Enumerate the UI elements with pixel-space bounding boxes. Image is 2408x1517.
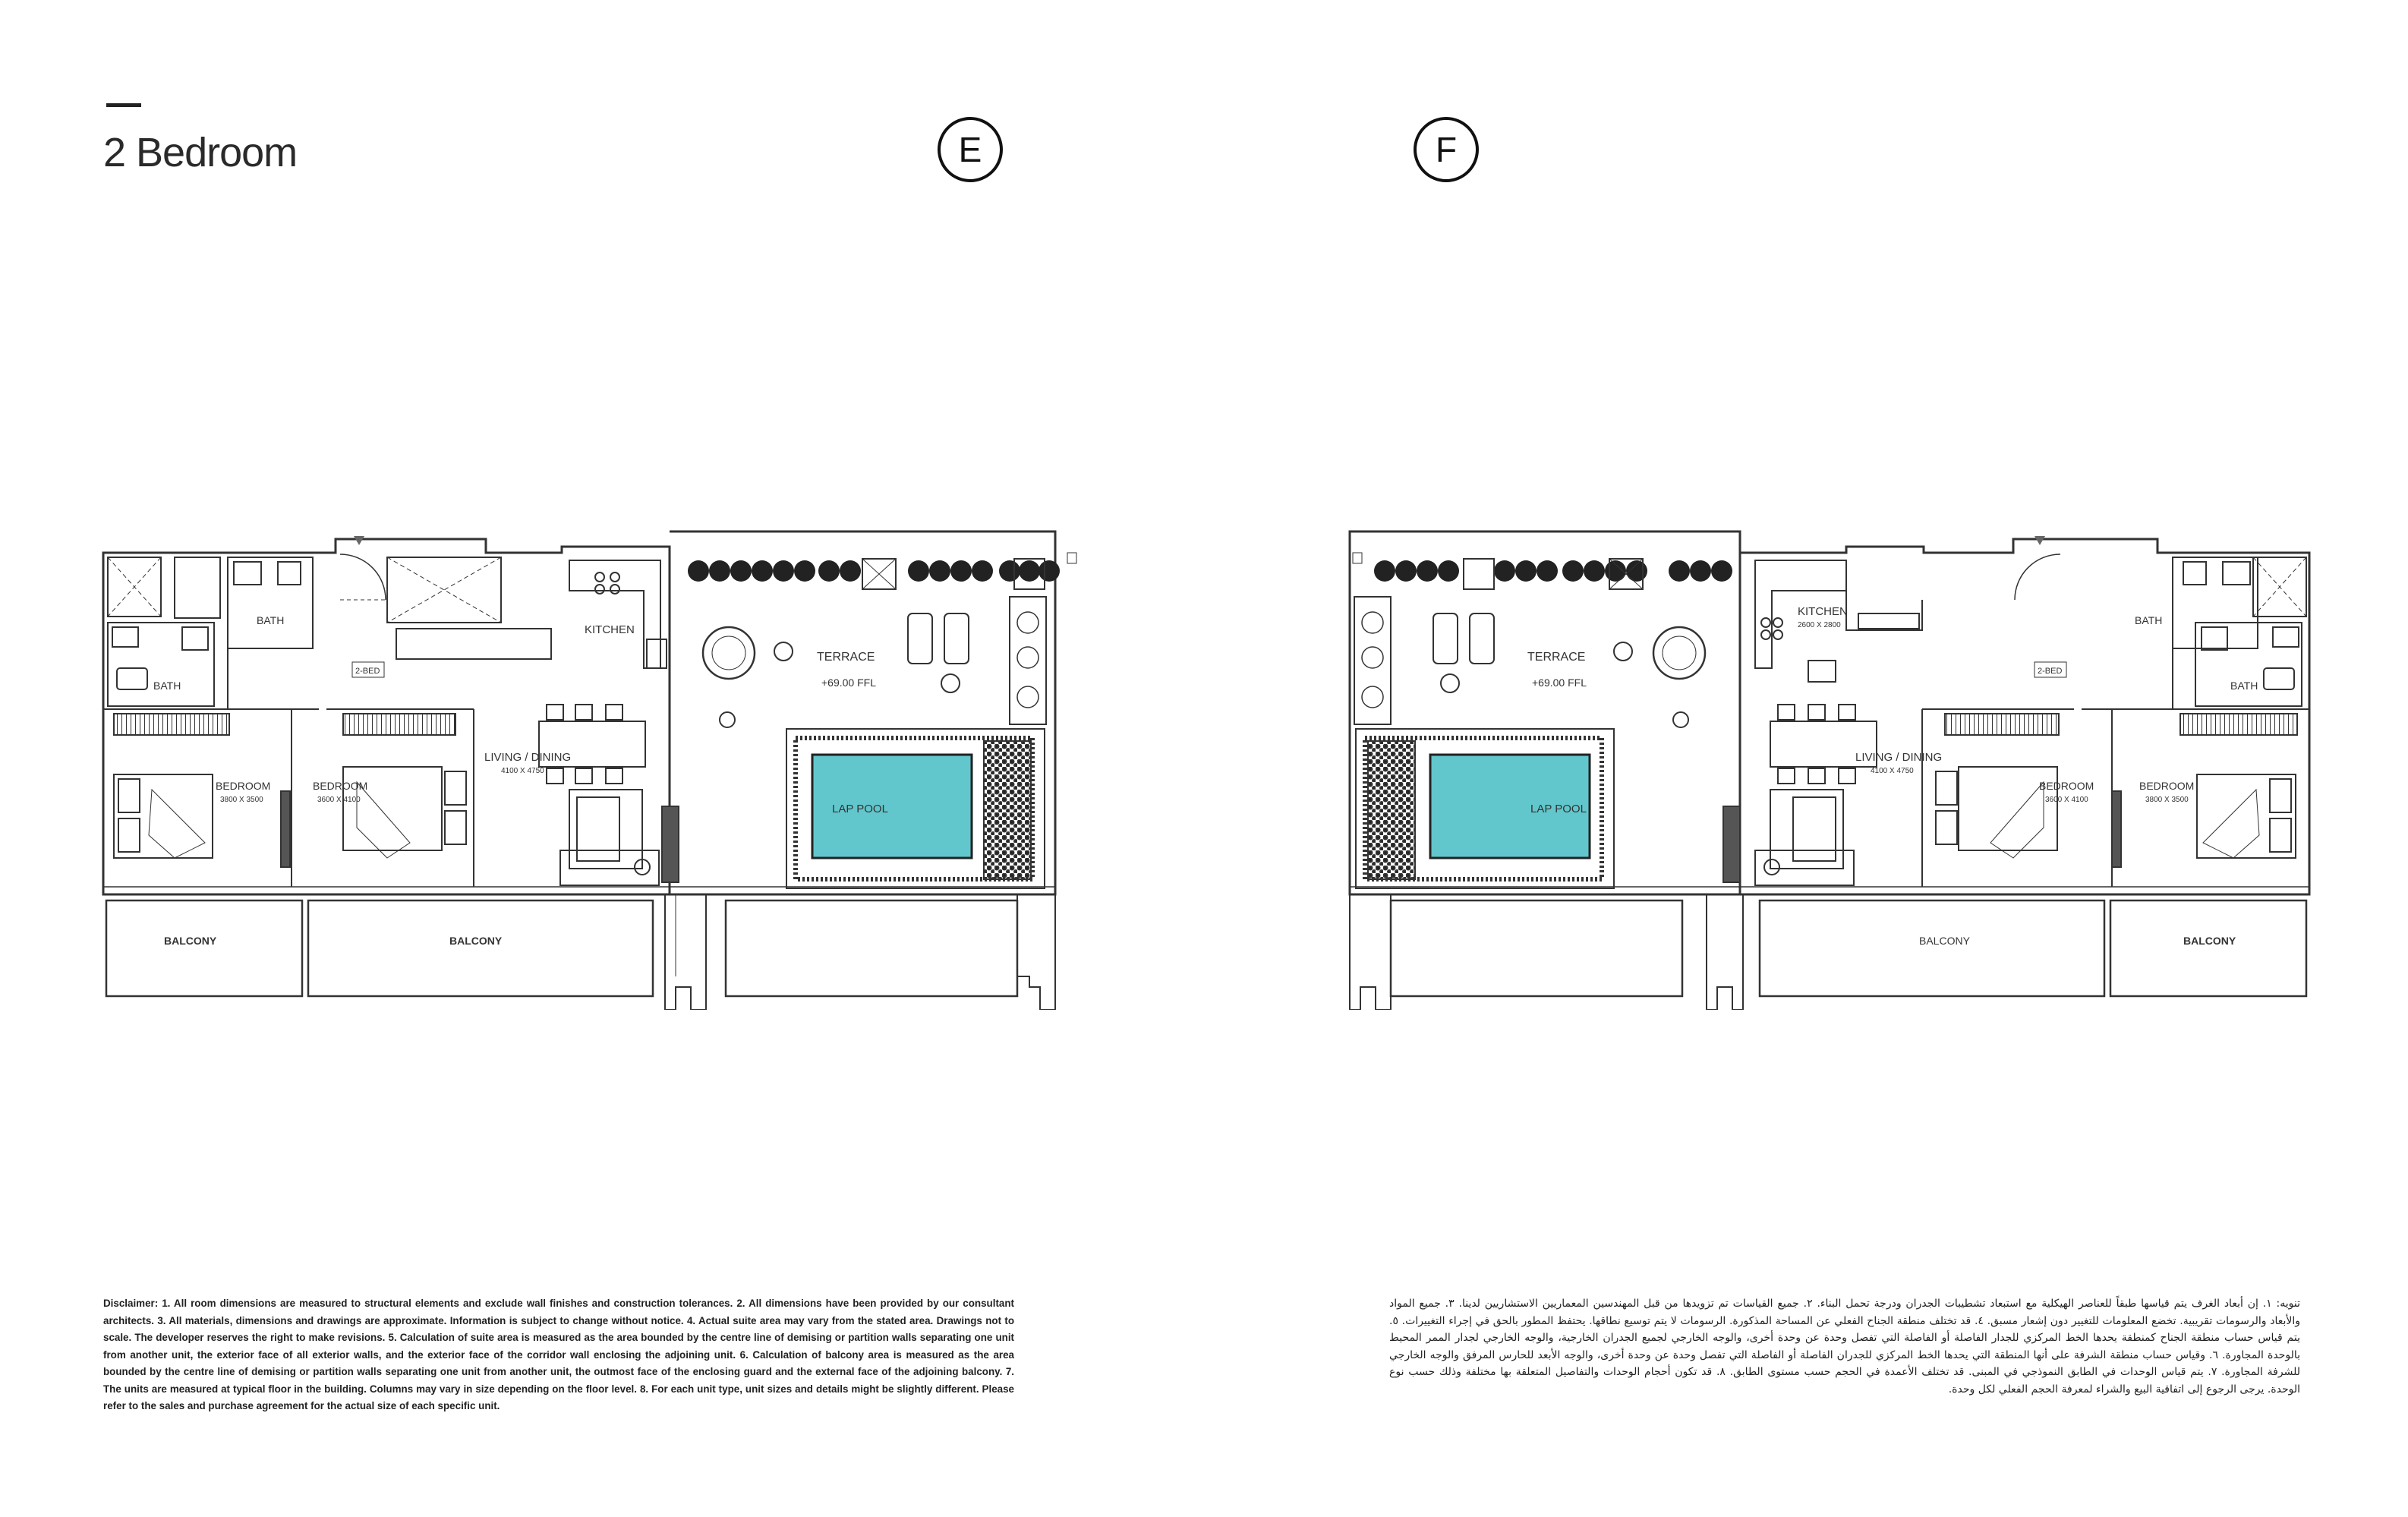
kitchen-label: KITCHEN [585,623,635,636]
bedroom-label: BEDROOM [313,780,367,792]
pool-label: LAP POOL [832,803,888,815]
bedroom-dims: 3600 X 4100 [2045,796,2088,804]
bedroom-label: BEDROOM [216,780,270,792]
bath-label: BATH [257,614,284,626]
bath-label: BATH [2230,680,2258,692]
living-dims: 4100 X 4750 [501,767,544,775]
bath-label: BATH [153,680,181,692]
terrace-label: TERRACE [1527,651,1585,664]
disclaimer-arabic: تنويه: ١. إن أبعاد الغرف يتم قياسها طبقا… [1389,1298,2300,1396]
bath-label: BATH [2135,614,2162,626]
bedroom-label: BEDROOM [2139,780,2194,792]
unit-badge-e: E [938,117,1003,182]
ffl-label: +69.00 FFL [1532,676,1587,689]
room-tag: 2-BED [2038,667,2062,676]
bedroom-dims: 3600 X 4100 [317,796,361,804]
terrace-label: TERRACE [817,651,875,664]
pool-label: LAP POOL [1530,803,1587,815]
floor-plan-f: KITCHEN 2600 X 2800 TERRACE +69.00 FFL L… [1345,524,2332,1010]
page-title: 2 Bedroom [103,130,298,175]
unit-badge-f: F [1414,117,1479,182]
bedroom-dims: 3800 X 3500 [2145,796,2189,804]
balcony-label: BALCONY [164,935,217,947]
bedroom-label: BEDROOM [2039,780,2094,792]
disclaimer-english: Disclaimer: 1. All room dimensions are m… [103,1298,1014,1411]
living-label: LIVING / DINING [1855,751,1942,764]
living-label: LIVING / DINING [484,751,571,764]
kitchen-dims: 2600 X 2800 [1798,621,1841,629]
ffl-label: +69.00 FFL [821,676,876,689]
living-dims: 4100 X 4750 [1871,767,1914,775]
kitchen-label: KITCHEN [1798,605,1848,618]
title-dash [106,103,141,107]
balcony-label: BALCONY [2183,935,2236,947]
floor-plan-e: BATH BATH KITCHEN 2-BED BEDROOM 3800 X 3… [99,524,1086,1010]
balcony-label: BALCONY [449,935,503,947]
room-tag: 2-BED [355,667,380,676]
balcony-label: BALCONY [1919,935,1971,947]
bedroom-dims: 3800 X 3500 [220,796,263,804]
